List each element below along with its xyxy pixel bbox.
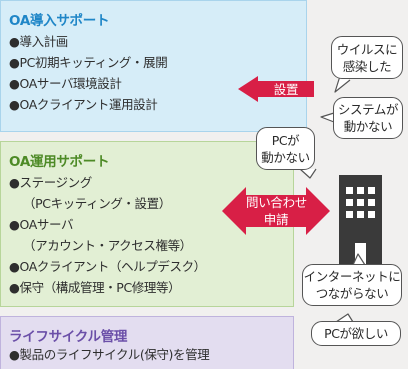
oa-introduction-support-box: OA導入サポート ●導入計画 ●PC初期キッティング・展開 ●OAサーバ環境設計…: [0, 0, 307, 132]
box-title: OA運用サポート: [9, 154, 110, 170]
inquiry-arrow-label: 問い合わせ 申請: [246, 194, 308, 228]
speech-bubble-virus: ウイルスに 感染した: [331, 36, 403, 79]
list-item: ●保守（構成管理・PC修理等）: [9, 280, 181, 295]
bubble-line: PCが欲しい: [324, 326, 388, 341]
list-item: ●ステージング: [9, 175, 92, 190]
bubble-line: 動かない: [261, 149, 310, 165]
inquiry-double-arrow: [222, 187, 330, 235]
bubble-line: ウイルスに: [336, 41, 398, 57]
bubble-tail: [335, 313, 354, 323]
inquiry-label-line: 申請: [263, 212, 289, 227]
list-item: ●OAクライアント運用設計: [9, 97, 158, 112]
list-item: ●OAクライアント（ヘルプデスク）: [9, 259, 206, 274]
inquiry-label-line: 問い合わせ: [246, 195, 308, 210]
bubble-tail: [334, 75, 351, 93]
bubble-tail: [320, 112, 335, 123]
bubble-line: つながらない: [315, 286, 389, 301]
lifecycle-management-box: ライフサイクル管理 ●製品のライフサイクル(保守)を管理: [0, 316, 294, 369]
box-title: ライフサイクル管理: [9, 329, 128, 345]
speech-bubble-no-internet: インターネットに つながらない: [302, 264, 402, 306]
install-arrow: [238, 76, 314, 102]
list-item: ●製品のライフサイクル(保守)を管理: [9, 347, 210, 362]
speech-bubble-system-down: システムが 動かない: [333, 97, 403, 139]
install-arrow-label: 設置: [273, 82, 299, 97]
bubble-line: インターネットに: [303, 269, 401, 284]
bubble-line: PCが: [271, 132, 300, 148]
bubble-line: 感染した: [342, 58, 392, 74]
bubble-tail: [299, 168, 317, 179]
box-title: OA導入サポート: [9, 13, 110, 29]
oa-operation-support-box: OA運用サポート ●ステージング （PCキッティング・設置） ●OAサーバ （ア…: [0, 141, 294, 307]
bubble-line: 動かない: [343, 119, 393, 134]
speech-bubble-want-pc: PCが欲しい: [311, 321, 401, 346]
list-item: ●OAサーバ環境設計: [9, 76, 122, 91]
list-item: ●導入計画: [9, 34, 68, 49]
bubble-tail: [352, 253, 366, 266]
list-item-sub: （アカウント・アクセス権等）: [23, 238, 192, 253]
list-item: ●PC初期キッティング・展開: [9, 55, 168, 70]
list-item: ●OAサーバ: [9, 217, 74, 232]
list-item-sub: （PCキッティング・設置）: [23, 196, 171, 211]
speech-bubble-pc-down: PCが 動かない: [256, 127, 315, 170]
bubble-line: システムが: [337, 102, 399, 117]
building-icon: [339, 175, 382, 265]
